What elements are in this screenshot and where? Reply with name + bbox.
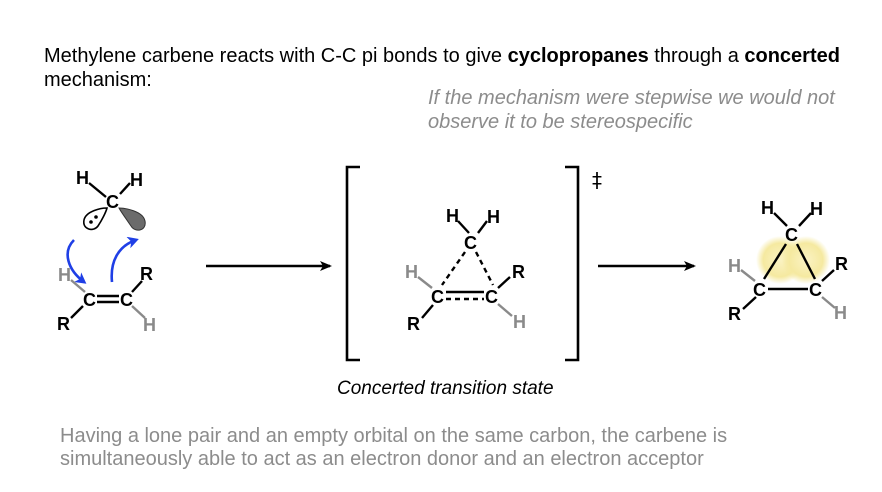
alkene-reactant: H R C C R H	[57, 264, 156, 335]
stereospecific-note: If the mechanism were stepwise we would …	[428, 87, 835, 133]
curved-arrow-accept	[110, 236, 139, 283]
bracket-right	[565, 165, 580, 362]
ts-double-dagger: ‡	[592, 168, 602, 192]
carbene-carbon: C	[106, 192, 119, 212]
curved-arrow-donate	[66, 239, 87, 284]
prod-h-right: H	[810, 199, 823, 219]
ts-h-right-alkene: H	[513, 312, 526, 332]
prod-h-left-lower: H	[728, 256, 741, 276]
carbene-h-left: H	[76, 168, 89, 188]
alkene-h-right: H	[143, 315, 156, 335]
alkene-r-right: R	[140, 264, 153, 284]
ts-h-left-alkene: H	[405, 262, 418, 282]
prod-h-right-lower: H	[834, 303, 847, 323]
transition-state: H H C H R C C R H ‡	[345, 165, 602, 362]
ts-caption: Concerted transition state	[337, 378, 554, 399]
ts-carbene-carbon: C	[464, 233, 477, 253]
prod-r-left: R	[728, 304, 741, 324]
empty-orbital	[118, 207, 146, 231]
ts-h-left: H	[446, 206, 459, 226]
ts-r-right: R	[512, 262, 525, 282]
alkene-carbon-left: C	[83, 290, 96, 310]
intro-text: Methylene carbene reacts with C-C pi bon…	[44, 45, 840, 91]
prod-h-left: H	[761, 198, 774, 218]
alkene-carbon-right: C	[120, 290, 133, 310]
alkene-r-left: R	[57, 314, 70, 334]
cyclopropane-product: H H C H R C C R H	[728, 198, 848, 324]
ts-h-right: H	[487, 207, 500, 227]
ts-r-left: R	[407, 314, 420, 334]
prod-carbon-top: C	[785, 225, 798, 245]
keyword-cyclopropanes: cyclopropanes	[507, 45, 649, 67]
alkene-h-left: H	[58, 265, 71, 285]
ts-carbon-left: C	[431, 287, 444, 307]
carbene-h-right: H	[130, 170, 143, 190]
prod-carbon-left: C	[753, 280, 766, 300]
bracket-left	[345, 165, 360, 362]
prod-carbon-right: C	[809, 280, 822, 300]
keyword-concerted: concerted	[744, 45, 840, 67]
carbene-reactant: H H C	[76, 168, 146, 231]
ts-carbon-right: C	[485, 287, 498, 307]
footer-explanation: Having a lone pair and an empty orbital …	[60, 425, 728, 470]
prod-r-right: R	[835, 254, 848, 274]
